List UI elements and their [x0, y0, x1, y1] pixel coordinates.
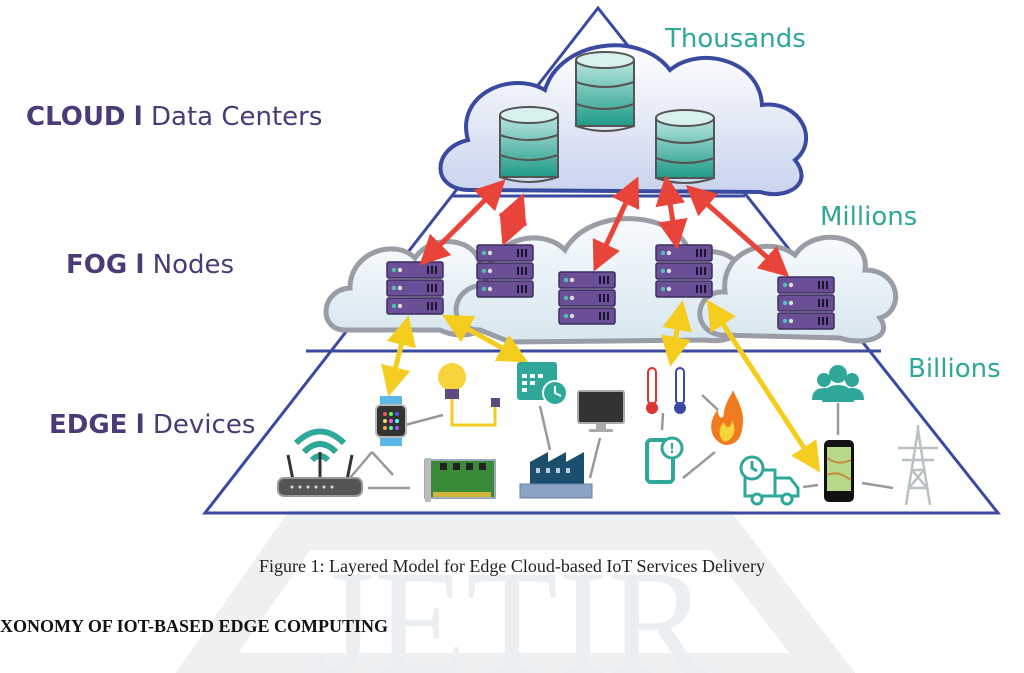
- watermark-text: JETIR: [316, 540, 708, 673]
- count-label-edge: Billions: [908, 354, 1001, 384]
- layer-label-edge: EDGE l Devices: [49, 410, 255, 440]
- monitor-icon: [577, 390, 625, 432]
- arrow-fog-edge: [441, 314, 529, 363]
- thermometer-icon: [646, 367, 686, 414]
- layer-separator: l: [133, 102, 143, 132]
- delivery-truck-icon: [739, 455, 800, 506]
- light-bulb-icon: [438, 363, 500, 427]
- arrow-cloud-fog: [592, 176, 640, 272]
- database-icon: [499, 106, 559, 183]
- smartphone-alert-icon: !: [645, 436, 684, 484]
- section-heading: XONOMY OF IOT-BASED EDGE COMPUTING: [0, 616, 389, 636]
- server-stack-icon: [476, 244, 534, 298]
- arrow-cloud-fog: [655, 175, 688, 250]
- layer-description: Nodes: [152, 250, 235, 280]
- layer-description: Devices: [152, 410, 256, 440]
- fog-edge-arrows: [381, 299, 821, 473]
- svg-text:!: !: [669, 442, 675, 457]
- count-label-cloud: Thousands: [665, 24, 806, 54]
- device-links: [349, 394, 894, 490]
- server-stack-icon: [655, 244, 713, 298]
- cloud-fog-arrows: [419, 175, 790, 277]
- layer-name: EDGE: [49, 410, 128, 440]
- arrow-fog-edge: [661, 300, 692, 367]
- network-card-icon: [424, 458, 496, 502]
- layer-separator: l: [135, 410, 145, 440]
- server-stack-icon: [386, 261, 444, 315]
- figure-caption: Figure 1: Layered Model for Edge Cloud-b…: [258, 556, 766, 576]
- smartphone-map-icon: [824, 440, 854, 502]
- fire-icon: [711, 390, 744, 445]
- calendar-clock-icon: [517, 362, 568, 406]
- arrow-cloud-fog: [419, 179, 506, 266]
- server-stack-icon: [558, 271, 616, 325]
- layer-label-cloud: CLOUD l Data Centers: [26, 102, 322, 132]
- server-stack-icon: [777, 276, 835, 330]
- smartwatch-icon: [375, 396, 407, 446]
- arrow-fog-edge: [706, 299, 821, 473]
- arrow-cloud-fog: [498, 193, 528, 246]
- arrow-fog-edge: [381, 315, 416, 397]
- layered-model-diagram: !: [201, 5, 1002, 515]
- layer-separator: l: [135, 250, 145, 280]
- people-group-icon: [812, 365, 864, 402]
- count-label-fog: Millions: [820, 202, 918, 232]
- database-icon: [655, 109, 715, 184]
- wifi-router-icon: [277, 428, 363, 497]
- layer-name: FOG: [66, 250, 128, 280]
- power-tower-icon: [898, 425, 938, 506]
- factory-icon: [519, 452, 593, 499]
- arrow-cloud-fog: [685, 185, 790, 277]
- layer-description: Data Centers: [150, 102, 323, 132]
- layer-label-fog: FOG l Nodes: [66, 250, 234, 280]
- layer-name: CLOUD: [26, 102, 126, 132]
- database-icon: [575, 51, 635, 132]
